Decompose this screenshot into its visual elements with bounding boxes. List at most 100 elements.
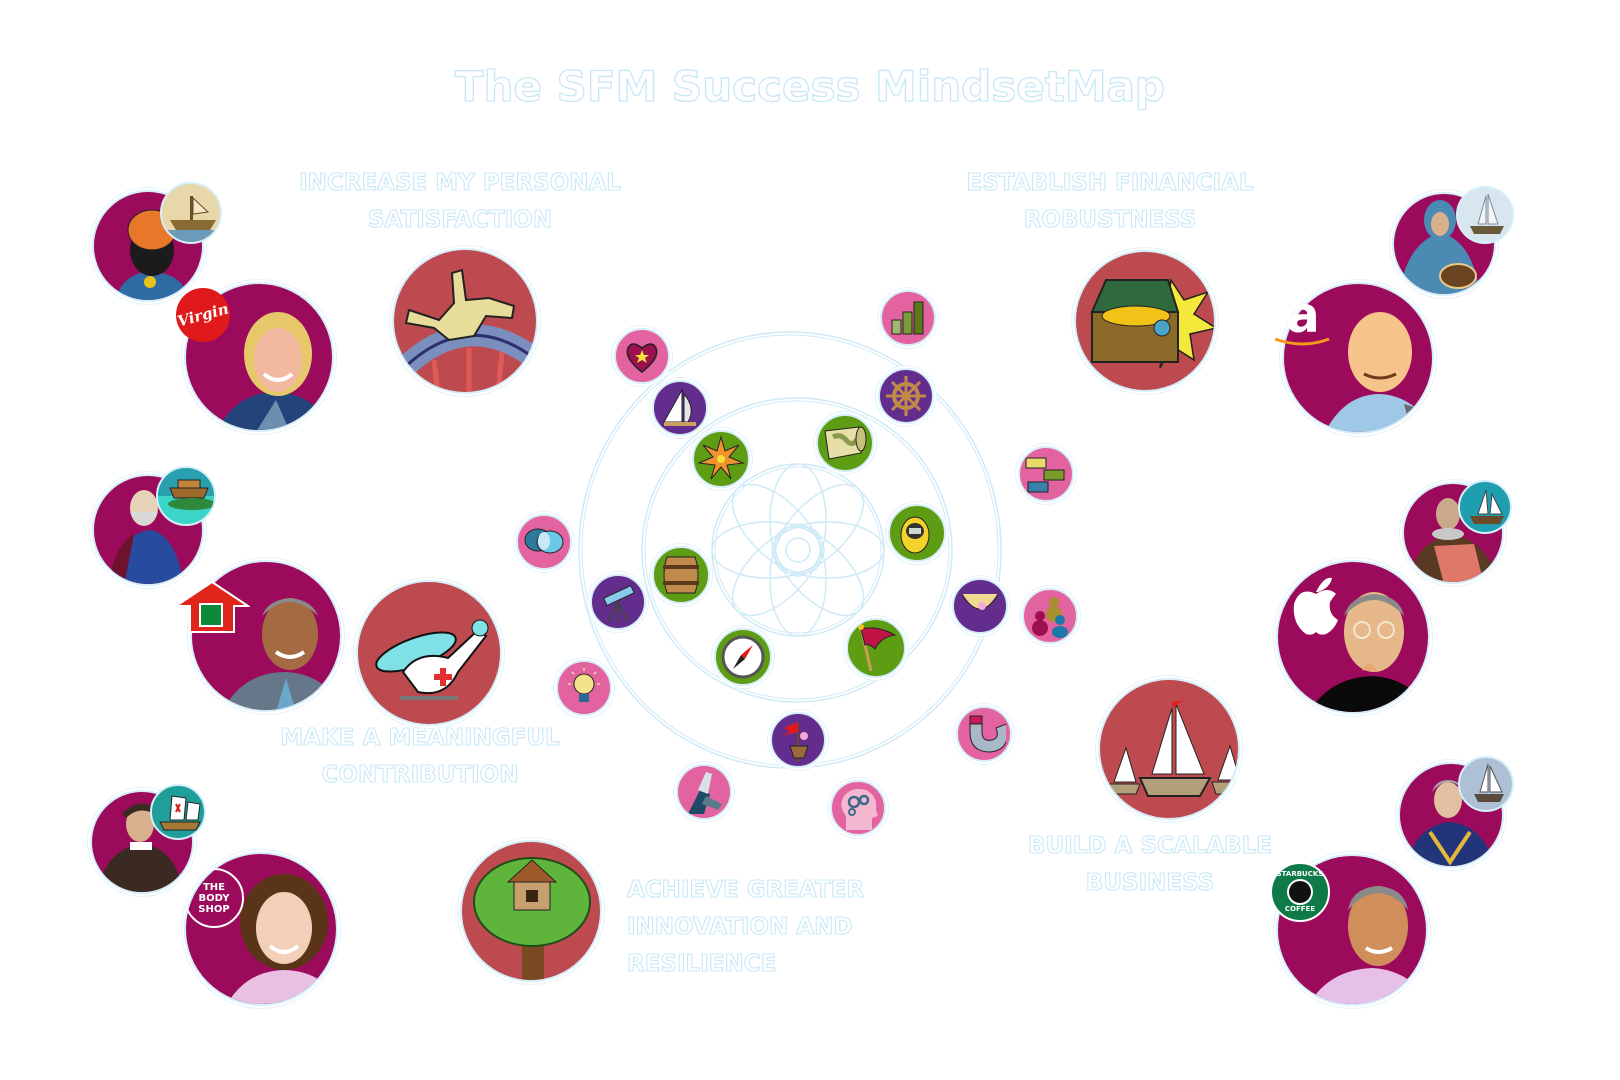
mindset-ship-wheel[interactable] — [878, 368, 934, 424]
persona-grameen-founder[interactable] — [190, 560, 342, 712]
roller-coaster-icon — [396, 268, 536, 392]
mindset-team-figures[interactable] — [1022, 588, 1078, 644]
goal-label-line: BUSINESS — [1085, 869, 1215, 896]
body-shop-logo-text: SHOP — [198, 903, 230, 915]
mindset-flag[interactable] — [846, 618, 906, 678]
starbucks-founder-portrait-icon — [1309, 886, 1426, 1004]
mindset-explosion-star[interactable] — [692, 430, 750, 488]
mindset-hammock[interactable] — [952, 578, 1008, 634]
heart-spark-icon — [626, 343, 658, 373]
body-shop-logo-text: BODY — [198, 892, 230, 904]
mindset-sailboat[interactable] — [652, 380, 708, 436]
mindset-barrel[interactable] — [652, 546, 710, 604]
compass-icon — [721, 635, 765, 679]
goal-disc-scalable-business[interactable] — [1098, 678, 1240, 820]
team-figures-icon — [1032, 597, 1068, 638]
virgin-founder-portrait-icon — [217, 312, 332, 430]
light-bulb-icon — [568, 668, 600, 702]
treasure-map-icon — [824, 426, 867, 460]
hammock-icon — [961, 593, 999, 610]
tree-house-icon — [473, 857, 591, 980]
virgin-logo-text: Virgin — [175, 299, 231, 331]
goal-label-line: SATISFACTION — [367, 206, 553, 233]
ark-icon — [158, 468, 214, 510]
magnet-icon — [969, 715, 1006, 753]
amazon-smile-icon — [1274, 337, 1330, 346]
mindset-building-blocks[interactable] — [1018, 446, 1074, 502]
persona-starbucks-founder[interactable] — [1276, 854, 1428, 1006]
badge-tall-ship — [1456, 186, 1514, 244]
mindset-gear-head[interactable] — [830, 780, 886, 836]
starbucks-logo-text: STARBUCKS — [1276, 870, 1324, 878]
body-shop-logo: THE BODY SHOP — [184, 868, 244, 928]
badge-ancient-ship — [160, 182, 222, 244]
admiral-portrait-icon — [1406, 780, 1494, 866]
ruffled-captain-portrait-icon — [1408, 498, 1500, 582]
mindset-heart-spark[interactable] — [614, 328, 670, 384]
ship-wheel-icon — [886, 376, 926, 416]
flag-icon — [858, 624, 897, 672]
goal-disc-personal-satisfaction[interactable] — [392, 248, 538, 394]
mindset-crows-nest-lookout[interactable] — [770, 712, 826, 768]
galleon-icon — [1470, 489, 1504, 524]
apple-logo — [1290, 574, 1342, 636]
badge-galleon — [1458, 480, 1512, 534]
mindset-magnet[interactable] — [956, 706, 1012, 762]
goal-label-financial-robustness: ESTABLISH FINANCIAL ROBUSTNESS — [960, 165, 1260, 239]
outer-ring — [578, 331, 1002, 769]
house-arrow-logo — [174, 580, 250, 634]
goal-label-line: INNOVATION AND — [626, 913, 853, 940]
tall-ship-icon — [1470, 193, 1504, 234]
hands-together-icon — [688, 772, 722, 814]
polar-explorer-portrait-icon — [1400, 200, 1480, 294]
telescope-icon — [602, 584, 635, 623]
goal-label-meaningful-contribution: MAKE A MEANINGFUL CONTRIBUTION — [270, 720, 570, 794]
mindset-treasure-map[interactable] — [816, 414, 874, 472]
mindset-stopwatch[interactable] — [888, 504, 946, 562]
sailboat-icon — [663, 388, 696, 426]
goal-label-line: CONTRIBUTION — [321, 761, 519, 788]
goal-label-line: ROBUSTNESS — [1023, 206, 1197, 233]
starbucks-logo: STARBUCKS COFFEE — [1270, 862, 1330, 922]
goal-disc-innovation-resilience[interactable] — [460, 840, 602, 982]
growth-bars-icon — [891, 301, 924, 335]
mandala-pattern — [711, 463, 885, 637]
mindset-hands-together[interactable] — [676, 764, 732, 820]
mindset-telescope[interactable] — [590, 574, 646, 630]
starbucks-logo-text: COFFEE — [1284, 905, 1316, 913]
goal-label-line: RESILIENCE — [626, 950, 777, 977]
building-blocks-icon — [1025, 457, 1065, 493]
goal-label-line: ACHIEVE GREATER — [626, 876, 865, 903]
man-of-war-ship-icon — [1474, 763, 1504, 802]
goal-label-line: BUILD A SCALABLE — [1027, 832, 1272, 859]
siren-icon — [1287, 879, 1313, 905]
mindset-light-bulb[interactable] — [556, 660, 612, 716]
goal-label-personal-satisfaction: INCREASE MY PERSONAL SATISFACTION — [290, 165, 630, 239]
virgin-logo: Virgin — [176, 288, 230, 342]
barrel-icon — [663, 556, 699, 594]
goal-label-scalable-business: BUILD A SCALABLE BUSINESS — [1020, 828, 1280, 902]
mindset-compass[interactable] — [714, 628, 772, 686]
greek-warrior-portrait-icon — [114, 209, 190, 300]
mindset-speech-bubbles[interactable] — [516, 514, 572, 570]
goal-label-line: INCREASE MY PERSONAL — [299, 169, 622, 196]
crows-nest-lookout-icon — [782, 722, 809, 762]
goal-label-line: ESTABLISH FINANCIAL — [966, 169, 1254, 196]
sailing-fleet-icon — [1107, 700, 1238, 797]
badge-man-of-war-ship — [1458, 756, 1514, 812]
explosion-star-icon — [697, 435, 745, 480]
mindset-growth-bars[interactable] — [880, 290, 936, 346]
apple-logo-icon — [1293, 577, 1338, 635]
bearded-elder-portrait-icon — [108, 490, 184, 584]
goal-label-line: MAKE A MEANINGFUL — [280, 724, 561, 751]
badge-ark — [156, 466, 216, 526]
rescue-helicopter-icon — [375, 619, 489, 700]
goal-disc-financial-robustness[interactable] — [1074, 250, 1216, 392]
stopwatch-icon — [900, 516, 930, 554]
house-arrow-logo-icon — [174, 580, 250, 633]
badge-caravel — [150, 784, 206, 840]
goal-disc-meaningful-contribution[interactable] — [356, 580, 502, 726]
body-shop-logo-text: THE — [202, 881, 226, 893]
speech-bubbles-icon — [524, 528, 564, 554]
caravel-icon — [159, 795, 201, 831]
